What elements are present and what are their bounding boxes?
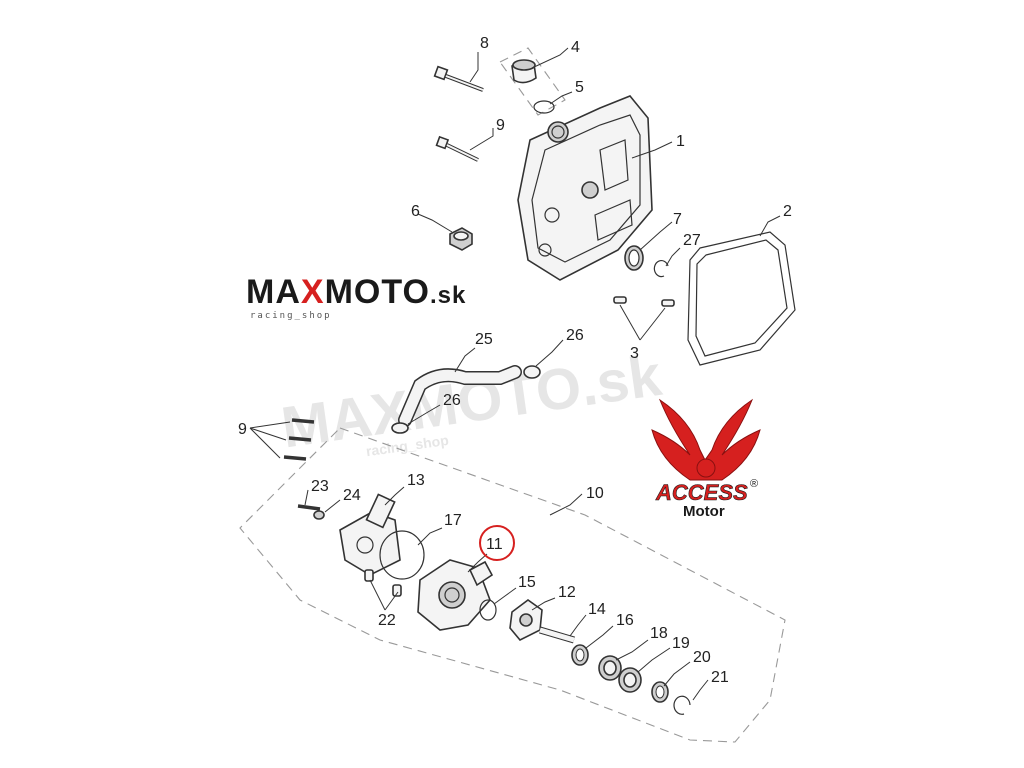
callout-7: 7 (673, 211, 682, 228)
logo-main-b: MOTO (325, 273, 430, 311)
callout-labels: 8 4 5 9 1 2 6 7 27 3 25 26 26 9 23 24 13… (238, 35, 792, 686)
part-5-o-ring (533, 100, 555, 114)
callout-21: 21 (711, 669, 729, 686)
logo-main-x: X (301, 273, 325, 311)
part-1-crankcase-cover (517, 95, 653, 281)
callout-10: 10 (586, 485, 604, 502)
part-4-oil-plug (499, 47, 566, 116)
part-14-shaft (539, 626, 575, 644)
callout-9-upper: 9 (496, 117, 505, 134)
part-12-impeller (509, 599, 543, 641)
callout-19: 19 (672, 635, 690, 652)
part-6-nut (449, 227, 473, 251)
part-16-seal (571, 644, 589, 666)
part-7-seal (624, 245, 644, 271)
callout-26-upper: 26 (566, 327, 584, 344)
part-26-hose-clamp-upper (523, 365, 541, 379)
callout-9-lower: 9 (238, 421, 247, 438)
part-17-o-ring (379, 530, 425, 580)
callout-24: 24 (343, 487, 361, 504)
callout-8: 8 (480, 35, 489, 52)
callout-22: 22 (378, 612, 396, 629)
maxmoto-logo: MAXMOTO.sk racing_shop (246, 273, 466, 321)
access-motor-logo: ACCESS ® Motor (651, 398, 761, 520)
part-11-pump-body (417, 559, 494, 631)
part-21-circlip (673, 695, 691, 715)
part-2-gasket (687, 231, 796, 366)
callout-4: 4 (571, 39, 580, 56)
callout-16: 16 (616, 612, 634, 629)
part-15-o-ring (479, 599, 497, 621)
access-sub: Motor (683, 503, 725, 520)
part-27-circlip (653, 260, 669, 278)
water-pump-assembly-boundary (239, 427, 786, 743)
callout-12: 12 (558, 584, 576, 601)
callout-26-lower: 26 (443, 392, 461, 409)
callout-27: 27 (683, 232, 701, 249)
part-18-bearing (598, 655, 622, 681)
callout-3: 3 (630, 345, 639, 362)
callout-6: 6 (411, 203, 420, 220)
part-24-washer (313, 510, 325, 520)
part-23-bolt (297, 504, 321, 511)
part-8-bolt (433, 65, 484, 92)
callout-13: 13 (407, 472, 425, 489)
logo-tagline: racing_shop (250, 311, 332, 321)
callout-20: 20 (693, 649, 711, 666)
svg-text:MAXMOTO.sk: MAXMOTO.sk (246, 273, 466, 311)
callout-25: 25 (475, 331, 493, 348)
callout-18: 18 (650, 625, 668, 642)
part-9-bolt-upper (435, 135, 479, 162)
part-3-dowel-pins (613, 296, 675, 307)
callout-5: 5 (575, 79, 584, 96)
logo-main-a: MA (246, 273, 301, 311)
watermark: MAXMOTO.sk racing_shop (277, 343, 665, 461)
access-registered: ® (750, 478, 758, 490)
callout-17: 17 (444, 512, 462, 529)
access-word: ACCESS (655, 480, 748, 505)
part-19-bearing (618, 667, 642, 693)
callout-1: 1 (676, 133, 685, 150)
callout-23: 23 (311, 478, 329, 495)
part-20-seal (651, 681, 669, 703)
highlight-circle-part-11 (479, 525, 515, 561)
part-9-bolts-lower (283, 418, 315, 461)
leader-lines (249, 47, 781, 701)
part-22-pins (364, 569, 402, 597)
part-26-hose-clamp-lower (391, 422, 409, 434)
callout-2: 2 (783, 203, 792, 220)
watermark-text: MAXMOTO.sk (277, 343, 665, 461)
callout-14: 14 (588, 601, 606, 618)
callout-15: 15 (518, 574, 536, 591)
logo-suffix: .sk (430, 282, 466, 309)
callout-11: 11 (486, 536, 503, 553)
access-wings-emblem (651, 398, 761, 481)
